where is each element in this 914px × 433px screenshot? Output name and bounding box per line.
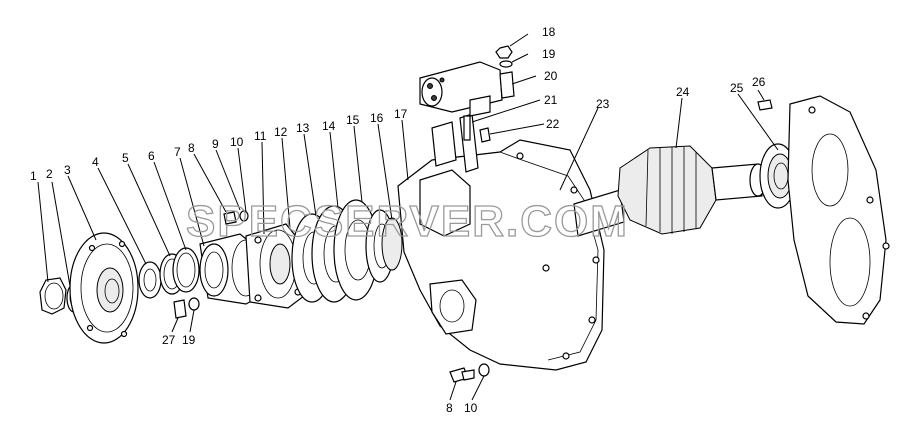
part-8-10-bolts-top [223,210,249,225]
part-3-flange [69,232,139,344]
part-20-pump [419,61,515,117]
label-27: 27 [162,333,176,347]
part-19-washer-top [499,60,513,68]
label-20: 20 [544,69,558,83]
label-16: 16 [370,111,384,125]
label-3: 3 [64,163,71,177]
label-12: 12 [274,125,288,139]
label-19-top: 19 [542,47,556,61]
label-10-top: 10 [230,135,244,149]
part-21-pin [463,115,471,141]
label-2: 2 [46,167,53,181]
part-25-bearing [759,143,797,209]
label-8-bottom: 8 [446,401,453,415]
part-1-nut [39,277,67,315]
label-23: 23 [596,97,610,111]
part-26-pin [757,99,773,111]
label-18: 18 [542,25,556,39]
label-1: 1 [30,169,37,183]
label-26: 26 [752,75,766,89]
part-18-plug [495,45,513,59]
part-19-washer-bottom [188,297,200,311]
label-22: 22 [546,117,560,131]
label-15: 15 [346,113,360,127]
part-6-seal [172,247,200,293]
part-11-cover [245,223,305,309]
label-4: 4 [92,155,99,169]
part-27-bolt [173,299,187,319]
part-8-bolt-bottom [449,367,475,383]
part-24-gear-shaft [573,145,767,237]
watermark-text: SPECSERVER.COM [186,197,629,246]
part-10-washer-bottom [478,363,490,377]
part-labels: 1 2 3 4 5 6 7 8 9 10 11 12 13 14 15 16 1… [30,25,766,415]
label-17: 17 [394,107,408,121]
label-11: 11 [254,129,267,143]
leader-lines [37,33,779,401]
label-25: 25 [730,81,744,95]
label-8-top: 8 [188,141,195,155]
label-21: 21 [544,93,558,107]
part-4-ring [138,261,162,299]
part-23-housing [397,139,605,371]
label-7: 7 [174,145,181,159]
label-10-bottom: 10 [464,401,478,415]
label-13: 13 [296,121,310,135]
label-14: 14 [322,119,336,133]
rear-cover [787,95,890,325]
label-19-bottom: 19 [182,333,196,347]
label-24: 24 [676,85,690,99]
label-5: 5 [122,151,129,165]
label-6: 6 [148,149,155,163]
label-9: 9 [212,137,219,151]
part-22-stud [479,127,491,143]
